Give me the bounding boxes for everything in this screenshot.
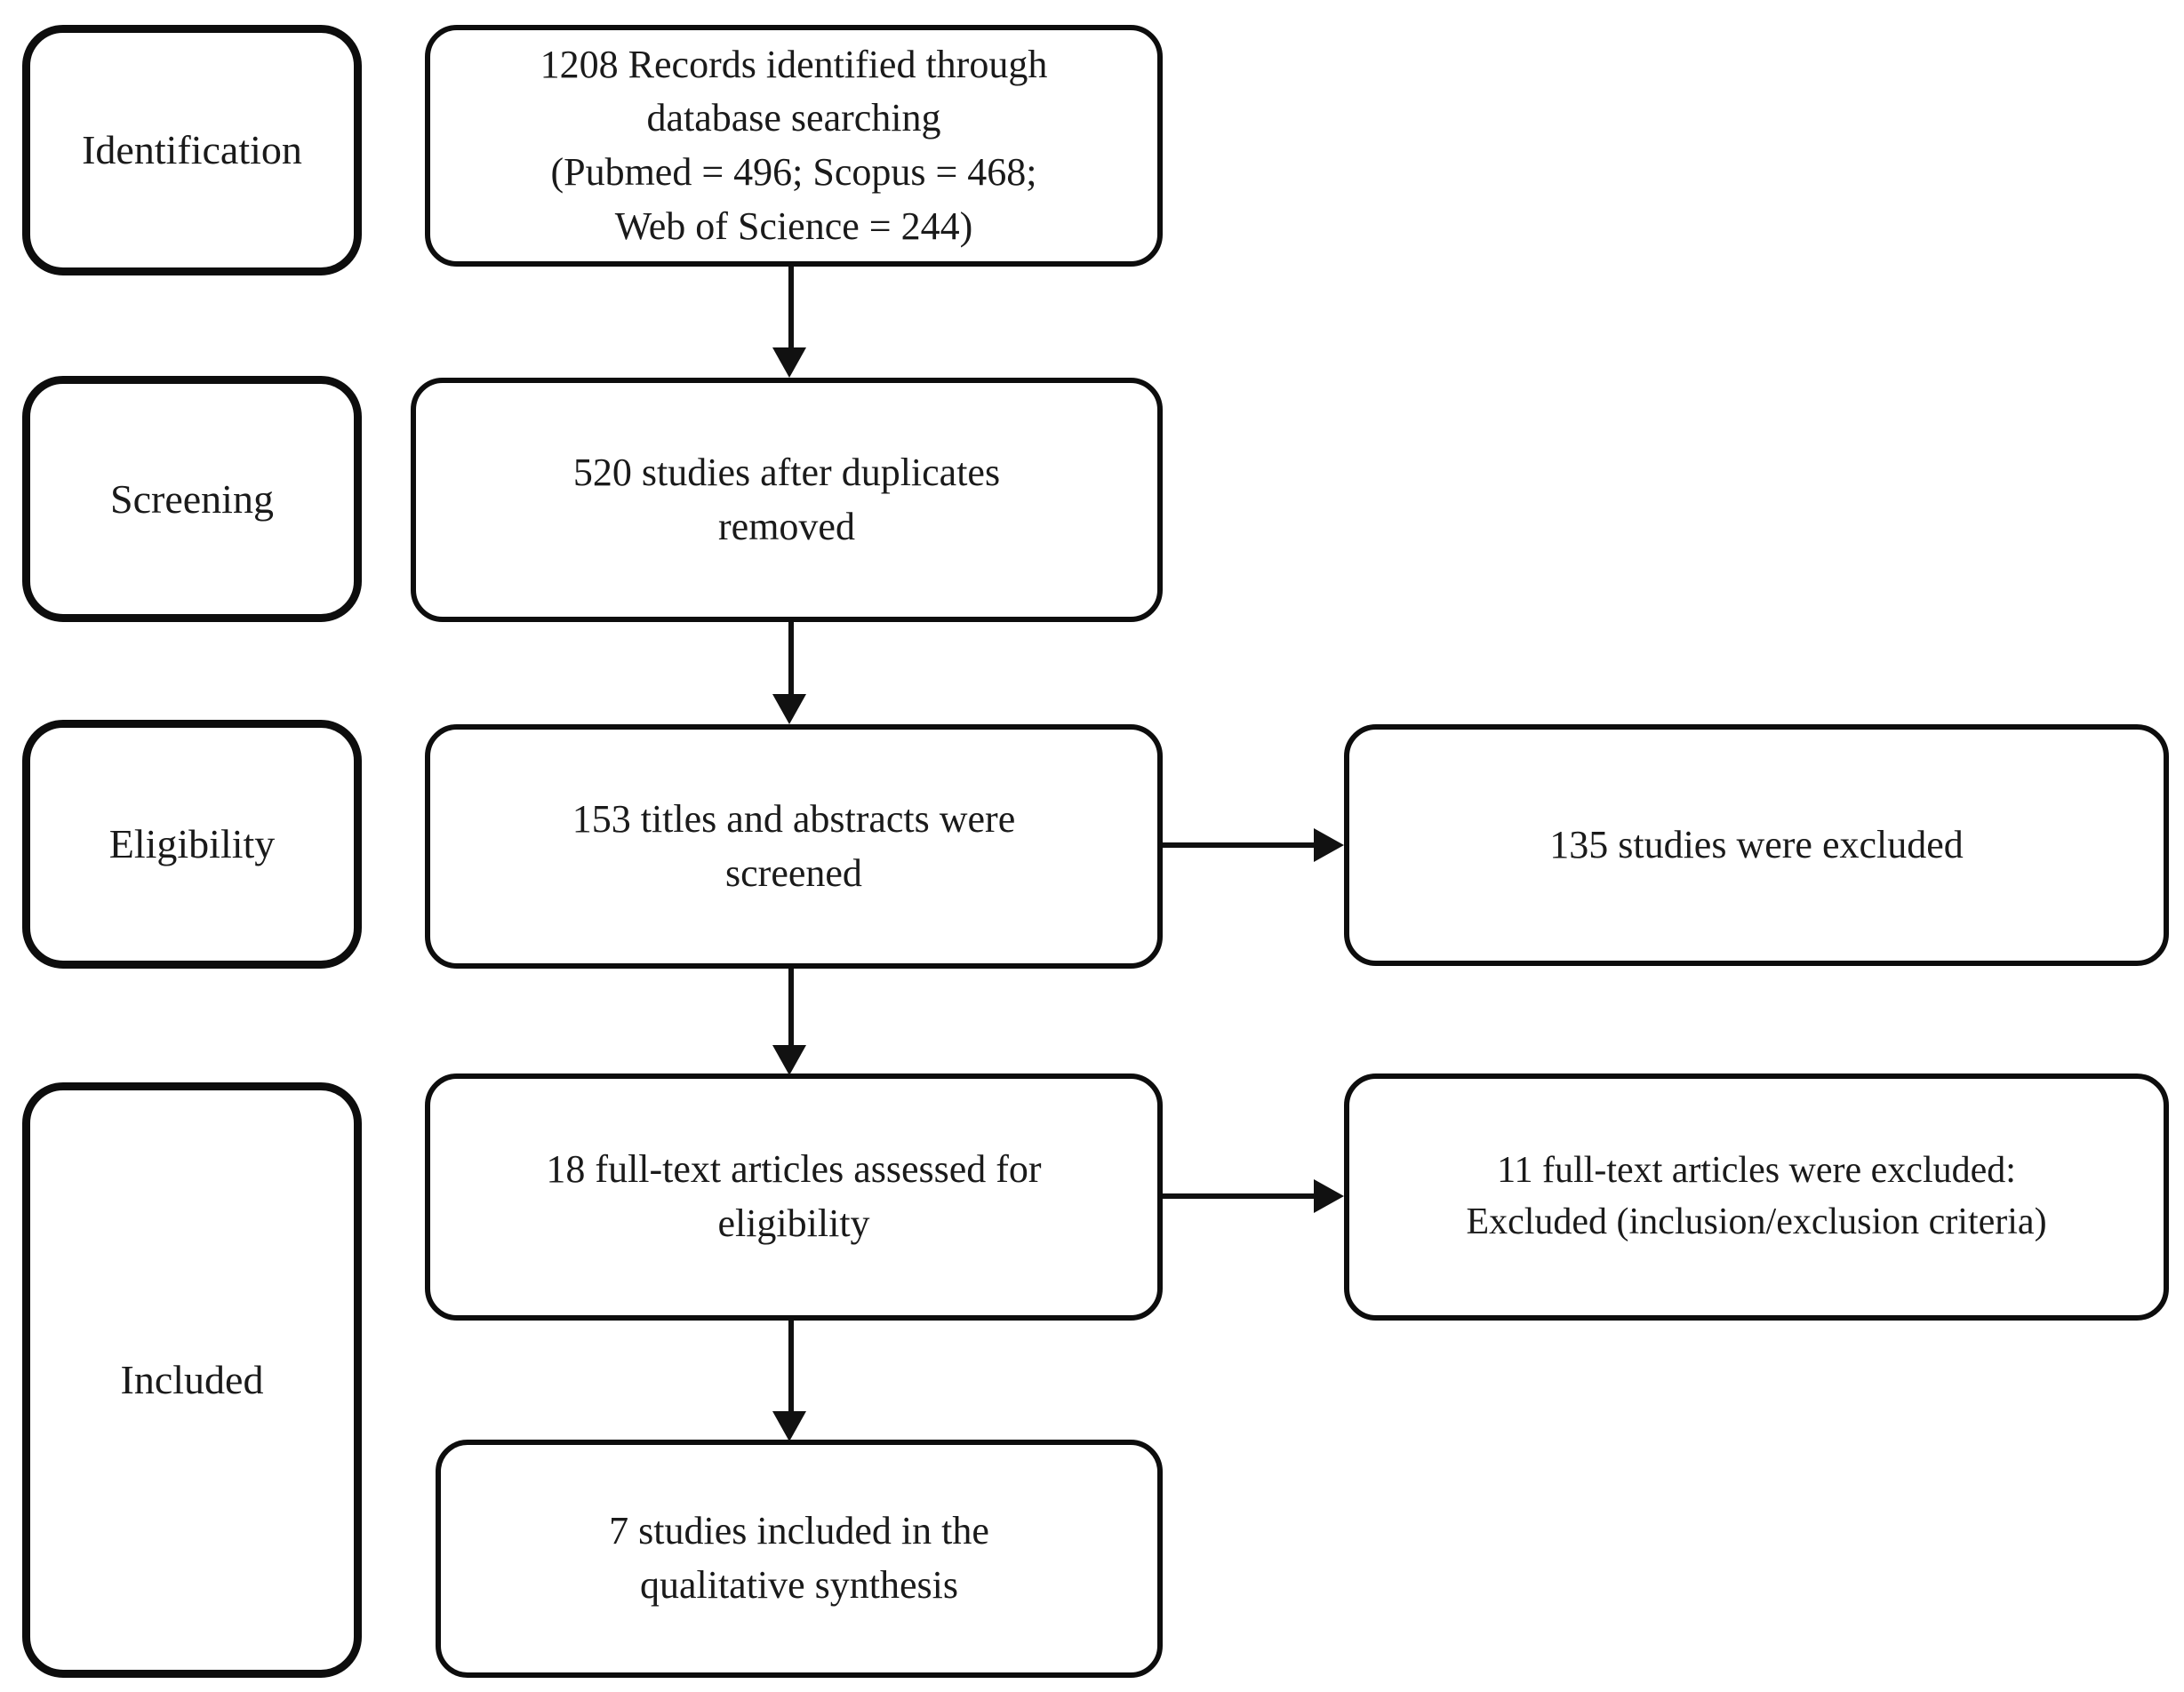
flow-box-fulltext-assessed: 18 full-text articles assessed for eligi…: [425, 1073, 1163, 1321]
stage-label-included: Included: [120, 1357, 264, 1403]
connector-arrow-fulltext-to-excluded: [1314, 1179, 1344, 1213]
flow-box-studies-excluded-text: 135 studies were excluded: [1549, 822, 1964, 866]
connector-arrow-fulltext-to-included: [772, 1411, 806, 1441]
connector-arrow-screened-to-excluded: [1314, 828, 1344, 862]
stage-label-screening: Screening: [110, 475, 274, 522]
connector-arrow-records-to-duplicates: [772, 347, 806, 378]
flow-box-fulltext-assessed-text: 18 full-text articles assessed for eligi…: [546, 1147, 1042, 1245]
connector-line-records-to-duplicates: [788, 267, 794, 351]
stage-box-identification: Identification: [22, 25, 362, 275]
flow-box-titles-abstracts-screened: 153 titles and abstracts were screened: [425, 724, 1163, 969]
stage-box-included: Included: [22, 1082, 362, 1678]
flow-box-studies-included-text: 7 studies included in the qualitative sy…: [609, 1509, 989, 1607]
flow-box-records-identified-text: 1208 Records identified through database…: [540, 42, 1048, 248]
flow-box-studies-excluded: 135 studies were excluded: [1344, 724, 2169, 966]
connector-arrow-screened-to-fulltext: [772, 1045, 806, 1075]
connector-line-screened-to-fulltext: [788, 969, 794, 1049]
connector-arrow-duplicates-to-screened: [772, 694, 806, 724]
stage-box-eligibility: Eligibility: [22, 720, 362, 969]
flow-box-studies-included: 7 studies included in the qualitative sy…: [436, 1440, 1163, 1678]
flow-box-duplicates-removed: 520 studies after duplicates removed: [411, 378, 1163, 622]
flow-box-fulltext-excluded: 11 full-text articles were excluded: Exc…: [1344, 1073, 2169, 1321]
flow-box-records-identified: 1208 Records identified through database…: [425, 25, 1163, 267]
connector-line-screened-to-excluded: [1163, 842, 1316, 848]
stage-label-eligibility: Eligibility: [108, 821, 276, 867]
flow-box-titles-abstracts-screened-text: 153 titles and abstracts were screened: [572, 796, 1016, 895]
connector-line-fulltext-to-included: [788, 1321, 794, 1414]
stage-label-identification: Identification: [82, 127, 302, 173]
connector-line-fulltext-to-excluded: [1163, 1193, 1316, 1199]
flow-box-fulltext-excluded-text: 11 full-text articles were excluded: Exc…: [1466, 1150, 2047, 1242]
flow-box-duplicates-removed-text: 520 studies after duplicates removed: [572, 450, 1001, 548]
stage-box-screening: Screening: [22, 376, 362, 622]
connector-line-duplicates-to-screened: [788, 622, 794, 698]
